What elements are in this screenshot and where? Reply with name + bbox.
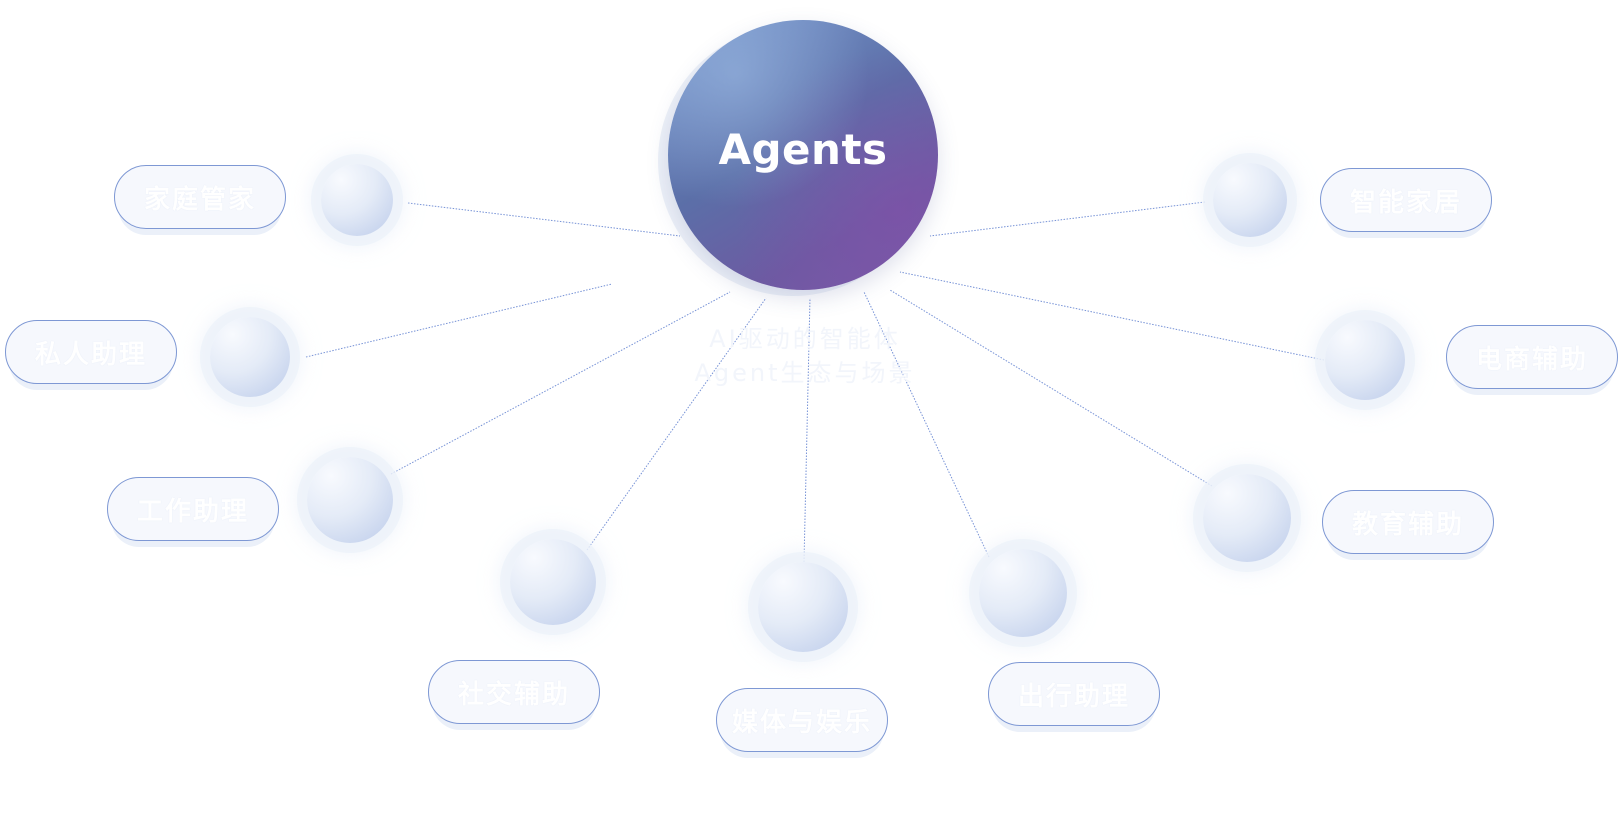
node-pill-personal[interactable]: 私人助理 <box>5 320 177 384</box>
connector-home <box>407 202 681 237</box>
node-pill-media[interactable]: 媒体与娱乐 <box>716 688 888 752</box>
node-label-social: 社交辅助 <box>457 679 570 710</box>
connector-social <box>586 297 767 551</box>
node-ball-social[interactable] <box>510 539 596 625</box>
node-ball-travel[interactable] <box>979 549 1067 637</box>
node-label-smarthome: 智能家居 <box>1349 187 1462 218</box>
node-ball-home[interactable] <box>321 164 393 236</box>
node-ball-smarthome[interactable] <box>1213 163 1287 237</box>
node-ball-media[interactable] <box>758 562 848 652</box>
node-ball-personal[interactable] <box>210 317 290 397</box>
node-label-travel: 出行助理 <box>1017 681 1130 712</box>
agents-hub[interactable]: Agents <box>668 20 938 290</box>
hub-subtitle-line-2: Agent生态与场景 <box>694 359 916 387</box>
node-ball-ecommerce[interactable] <box>1325 320 1405 400</box>
node-pill-ecommerce[interactable]: 电商辅助 <box>1446 325 1618 389</box>
node-label-ecommerce: 电商辅助 <box>1475 344 1588 375</box>
node-pill-work[interactable]: 工作助理 <box>107 477 279 541</box>
node-label-work: 工作助理 <box>136 496 249 527</box>
node-label-personal: 私人助理 <box>34 339 147 370</box>
hub-title: Agents <box>718 124 888 174</box>
connector-personal <box>305 283 613 358</box>
node-ball-edu[interactable] <box>1203 474 1291 562</box>
node-pill-travel[interactable]: 出行助理 <box>988 662 1160 726</box>
connector-smarthome <box>929 201 1206 237</box>
node-ball-work[interactable] <box>307 457 393 543</box>
node-label-edu: 教育辅助 <box>1351 509 1464 540</box>
connector-work <box>390 291 731 475</box>
node-pill-home[interactable]: 家庭管家 <box>114 165 286 229</box>
node-pill-social[interactable]: 社交辅助 <box>428 660 600 724</box>
connector-travel <box>863 291 990 558</box>
node-label-media: 媒体与娱乐 <box>731 707 872 738</box>
connector-ecommerce <box>899 271 1325 361</box>
hub-subtitle: AI驱动的智能体 Agent生态与场景 <box>640 322 970 390</box>
node-label-home: 家庭管家 <box>143 184 256 215</box>
hub-subtitle-line-1: AI驱动的智能体 <box>709 325 901 353</box>
node-pill-edu[interactable]: 教育辅助 <box>1322 490 1494 554</box>
connector-media <box>803 297 811 563</box>
node-pill-smarthome[interactable]: 智能家居 <box>1320 168 1492 232</box>
